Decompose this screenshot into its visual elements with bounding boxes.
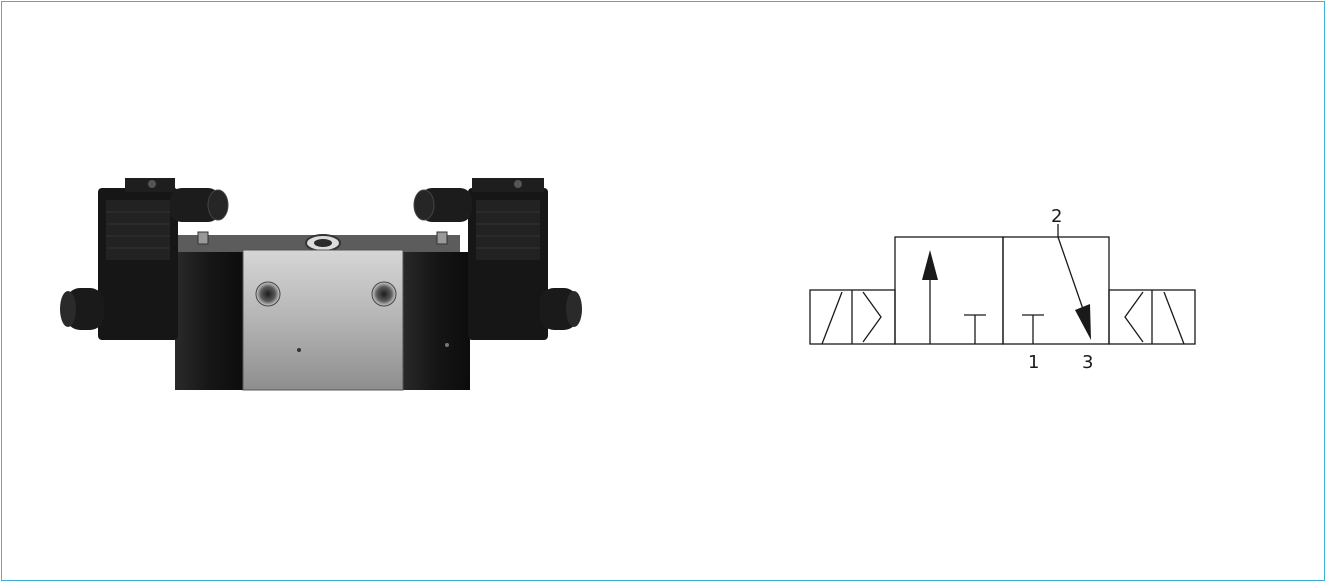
right-coil-top	[472, 178, 544, 192]
flow-line-right	[1057, 236, 1085, 313]
left-pilot-triangle	[862, 291, 882, 343]
top-screw-left	[197, 231, 209, 245]
flow-arrowhead-right	[1075, 304, 1091, 340]
body-port-left	[255, 281, 281, 307]
position-box-left	[894, 236, 1004, 345]
left-manual-override	[66, 288, 104, 330]
valve-photo	[60, 178, 582, 391]
valve-body	[242, 249, 404, 391]
position-box-right	[1002, 236, 1110, 345]
right-solenoid-symbol	[1163, 291, 1185, 345]
body-port-right	[371, 281, 397, 307]
valve-right-endcap	[400, 252, 470, 390]
right-pilot-triangle	[1124, 291, 1144, 343]
port-label-1: 1	[1028, 352, 1039, 373]
top-screw-right	[436, 231, 448, 245]
left-solenoid-symbol	[821, 291, 843, 345]
left-cable-gland	[170, 188, 220, 222]
right-cable-gland	[420, 188, 472, 222]
port-label-3: 3	[1082, 352, 1093, 373]
valve-schematic: 2 1 3	[809, 206, 1196, 373]
flow-arrowhead-left	[922, 250, 938, 280]
port-label-2: 2	[1051, 206, 1062, 227]
valve-left-endcap	[175, 252, 245, 390]
